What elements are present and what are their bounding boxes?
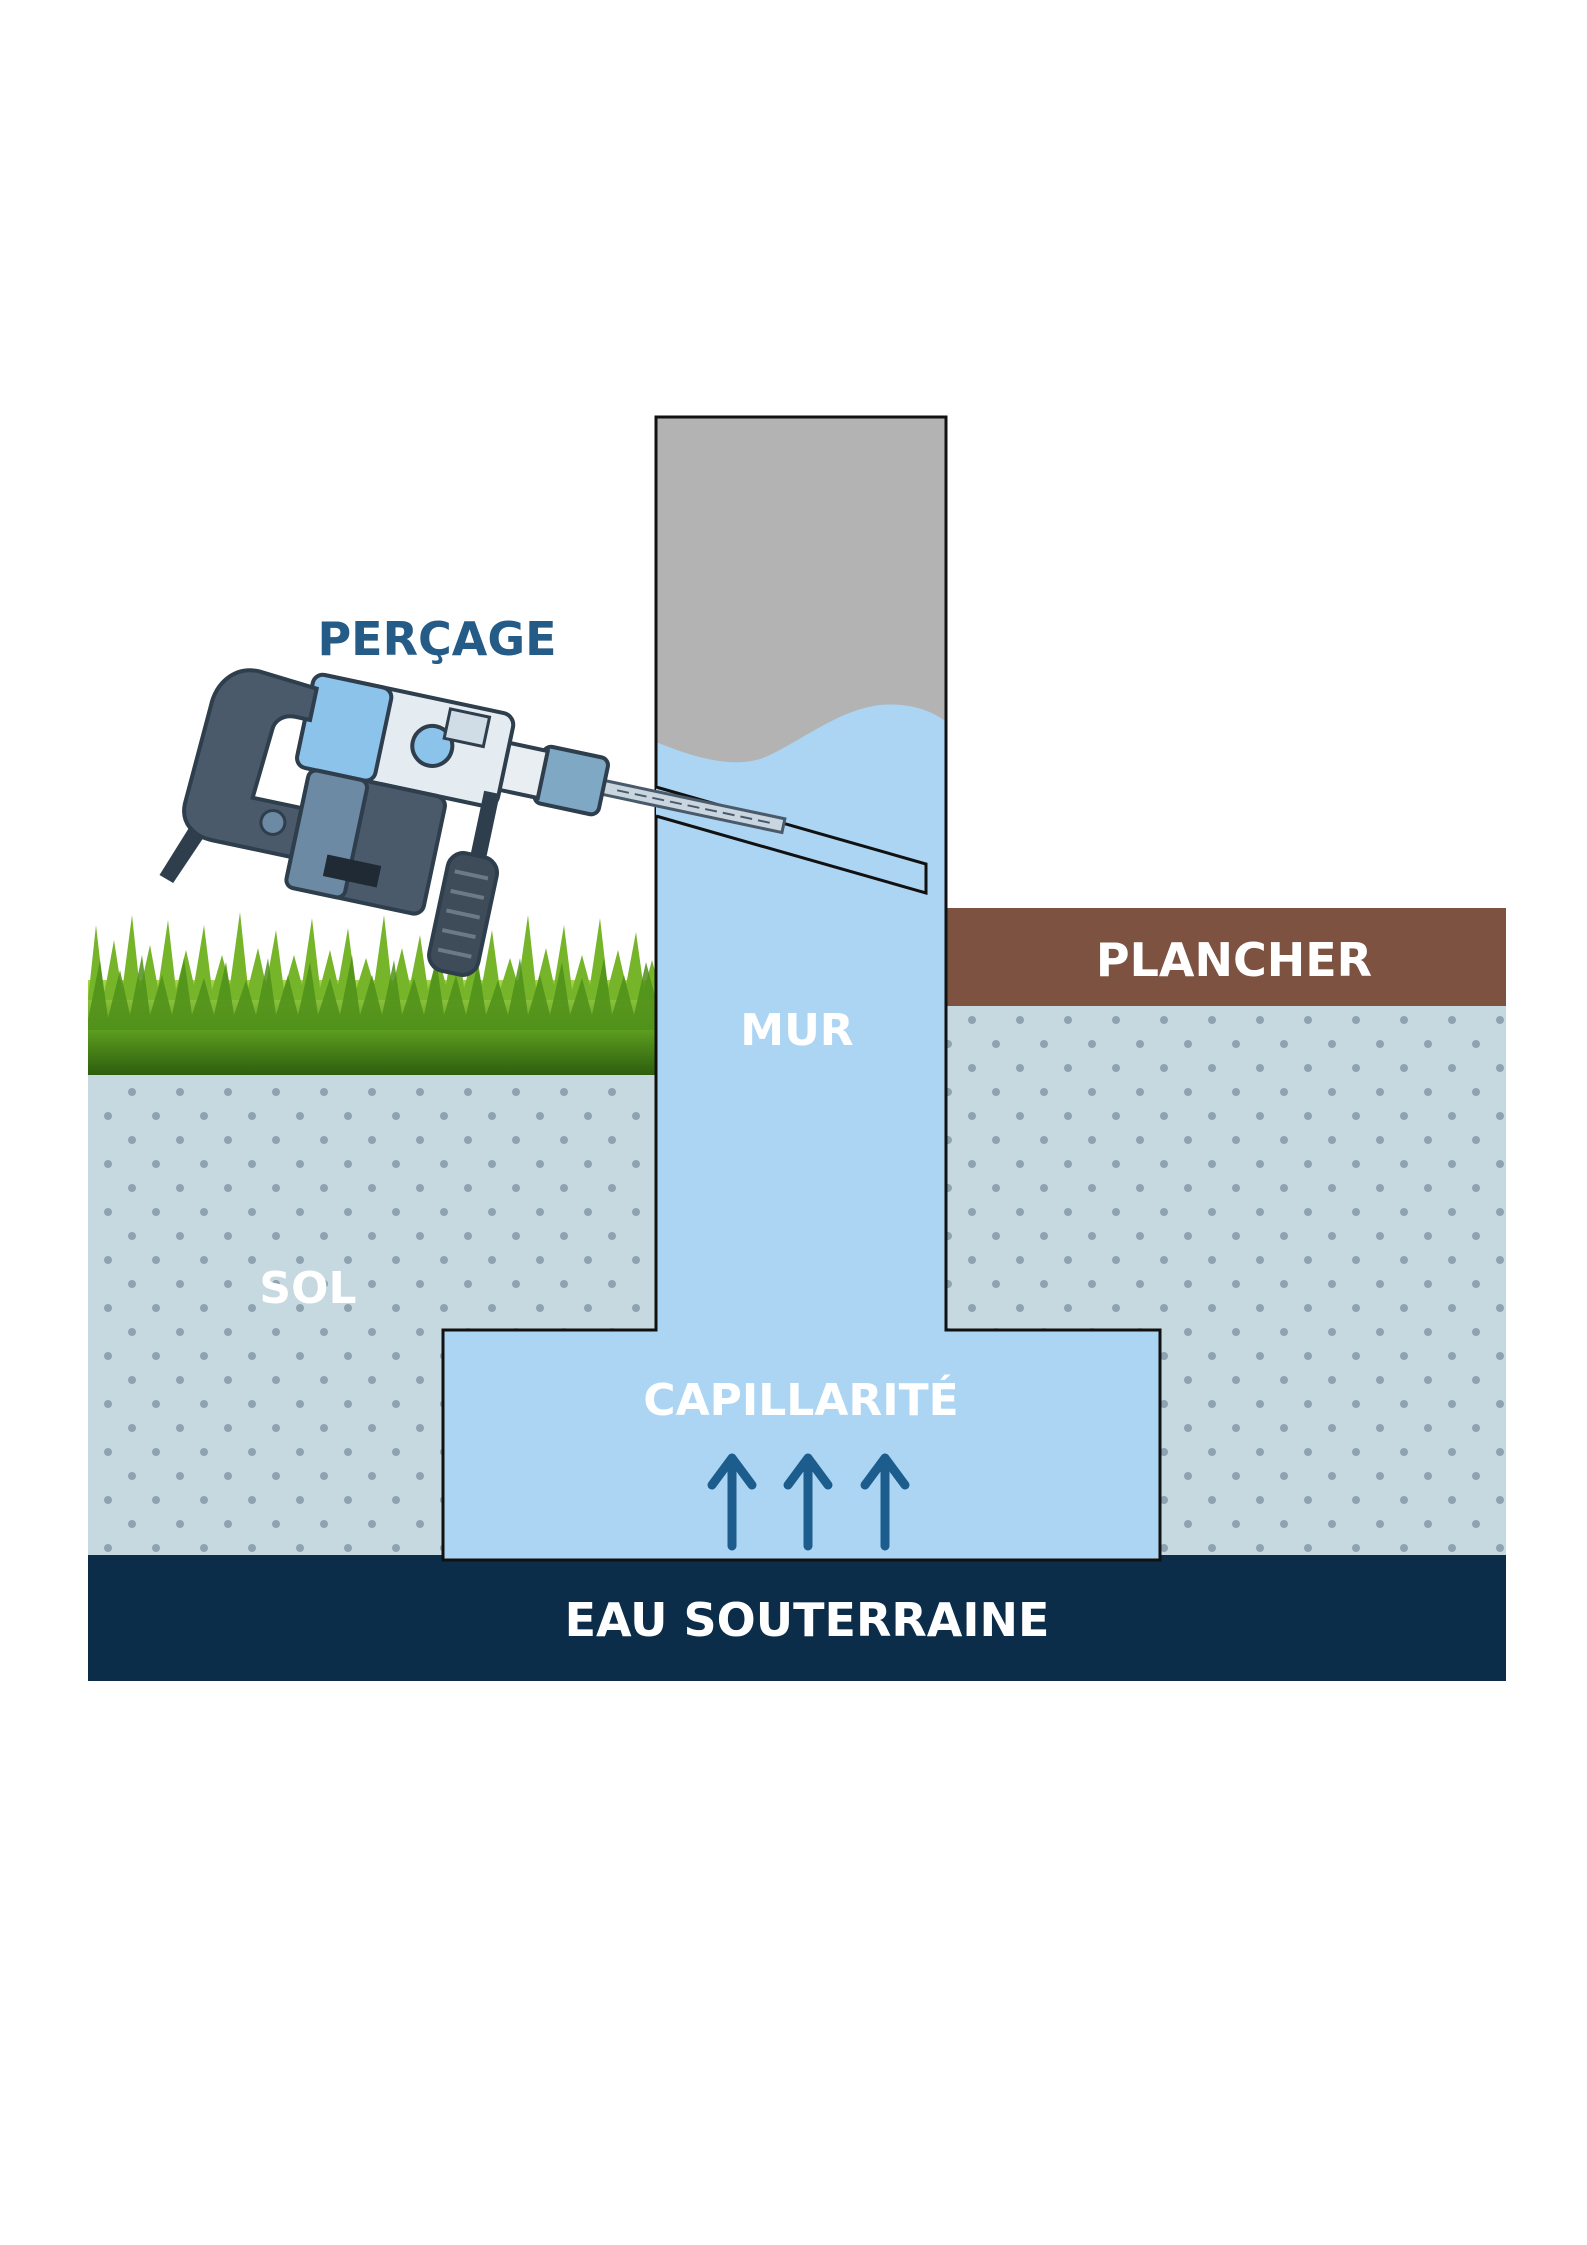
label-floor: PLANCHER	[1096, 933, 1372, 987]
wall-wet-section	[443, 704, 1160, 1560]
wall-outline	[441, 415, 1162, 1562]
label-soil: SOL	[259, 1263, 356, 1314]
label-wall: MUR	[740, 1005, 853, 1056]
hammer-drill-icon	[159, 668, 787, 977]
floor-slab	[943, 908, 1506, 1006]
upward-arrow-icon	[707, 1453, 910, 1551]
label-capillarity: CAPILLARITÉ	[643, 1373, 958, 1426]
label-groundwater: EAU SOUTERRAINE	[565, 1593, 1050, 1647]
grass	[88, 912, 660, 1075]
groundwater-layer	[88, 1555, 1506, 1681]
label-drilling: PERÇAGE	[317, 612, 556, 666]
